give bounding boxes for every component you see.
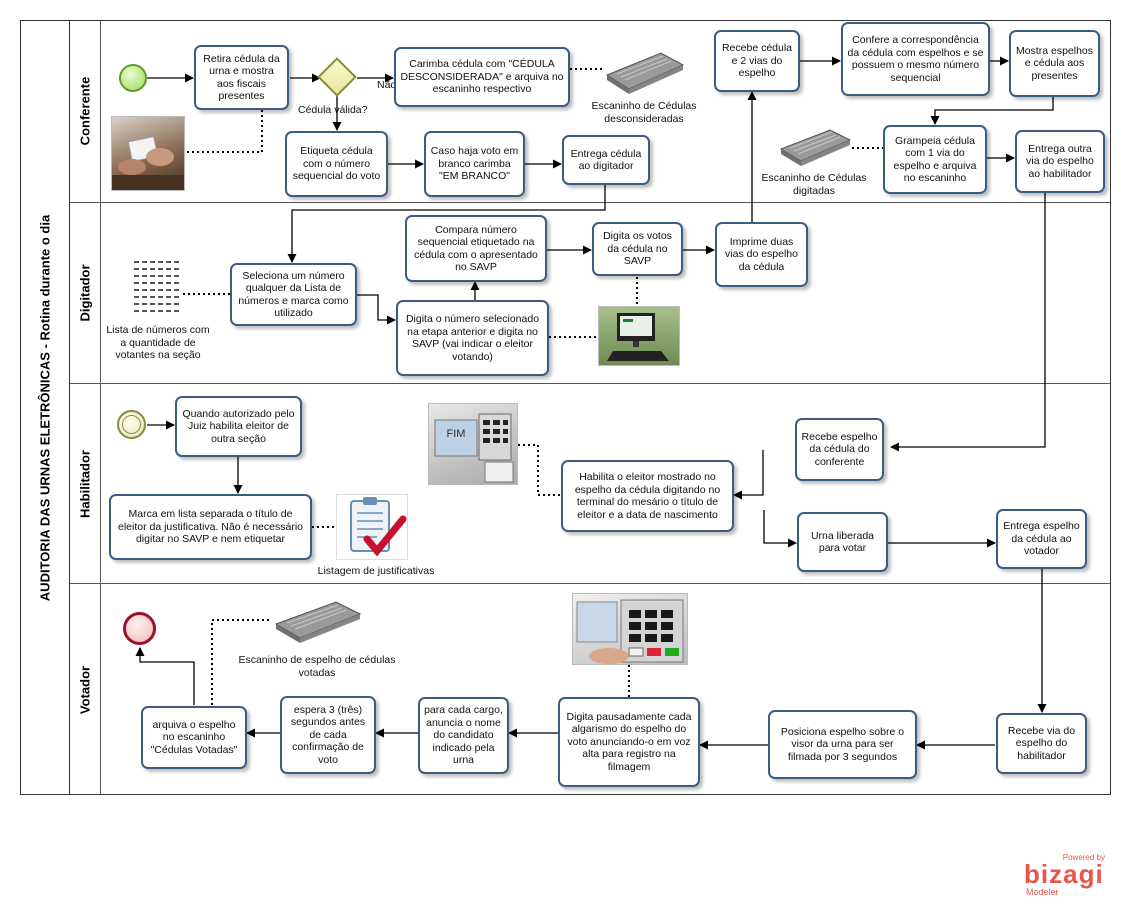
task-confere-correspondencia[interactable]: Confere a correspondência da cédula com … — [841, 22, 990, 96]
task-posiciona-espelho[interactable]: Posiciona espelho sobre o visor da urna … — [768, 710, 917, 779]
computer-photo — [598, 306, 680, 366]
annotation-escaninho-digitadas: Escaninho de Cédulas digitadas — [761, 172, 867, 197]
task-entrega-outra-via[interactable]: Entrega outra via do espelho ao habilita… — [1015, 130, 1105, 193]
checklist-icon — [336, 494, 408, 560]
annotation-escaninho-desconsideradas: Escaninho de Cédulas desconsideradas — [591, 100, 697, 125]
task-digita-pausadamente[interactable]: Digita pausadamente cada algarismo do es… — [558, 697, 700, 787]
flow-entrega-seleciona — [287, 185, 606, 263]
task-carimba-cedula[interactable]: Carimba cédula com "CÉDULA DESCONSIDERAD… — [394, 47, 570, 107]
task-seleciona-numero[interactable]: Seleciona um número qualquer da Lista de… — [230, 263, 357, 326]
annotation-lista-numeros: Lista de números com a quantidade de vot… — [106, 324, 210, 361]
urna-photo — [572, 593, 688, 665]
task-mostra-espelhos[interactable]: Mostra espelhos e cédula aos presentes — [1009, 30, 1100, 97]
ballot-hands-icon — [112, 135, 184, 190]
task-digita-votos[interactable]: Digita os votos da cédula no SAVP — [592, 222, 683, 276]
task-recebe-cedula[interactable]: Recebe cédula e 2 vias do espelho — [714, 30, 800, 92]
brand-name: bizagi — [1024, 859, 1104, 889]
task-recebe-espelho[interactable]: Recebe espelho da cédula do conferente — [795, 418, 884, 481]
pool — [20, 20, 1111, 795]
flow-habilita-urna — [763, 510, 797, 548]
task-quando-autorizado[interactable]: Quando autorizado pelo Juiz habilita ele… — [175, 396, 302, 457]
task-urna-liberada[interactable]: Urna liberada para votar — [797, 512, 888, 572]
task-recebe-via[interactable]: Recebe via do espelho do habilitador — [996, 713, 1087, 774]
tray-icon — [778, 125, 852, 167]
task-grampeia-cedula[interactable]: Grampeia cédula com 1 via do espelho e a… — [883, 125, 987, 194]
lane-header-votador: Votador — [70, 584, 101, 795]
task-entrega-espelho[interactable]: Entrega espelho da cédula ao votador — [996, 509, 1087, 569]
task-retira-cedula[interactable]: Retira cédula da urna e mostra aos fisca… — [194, 45, 289, 110]
flow-seleciona-digita — [357, 294, 396, 325]
lane-header-conferente: Conferente — [70, 20, 101, 203]
task-entrega-digitador[interactable]: Entrega cédula ao digitador — [562, 135, 650, 185]
flow-mostra-grampeia — [930, 97, 1054, 125]
lane-header-habilitador: Habilitador — [70, 384, 101, 584]
start-event-habilitador — [117, 410, 146, 439]
lane-conferente — [70, 20, 1111, 203]
task-digita-numero[interactable]: Digita o número selecionado na etapa ant… — [396, 300, 549, 376]
gateway-no-label: Não — [377, 79, 397, 91]
terminal-photo: FIM — [428, 403, 518, 485]
flow-arquiva-end — [135, 647, 195, 705]
lane-digitador — [70, 203, 1111, 384]
urna-keypad-icon — [576, 599, 684, 664]
number-list-icon — [132, 258, 182, 318]
assoc-habilita-terminal — [513, 444, 560, 496]
task-anuncia-candidato[interactable]: para cada cargo, anuncia o nome do candi… — [418, 697, 509, 774]
task-etiqueta-cedula[interactable]: Etiqueta cédula com o número sequencial … — [285, 131, 388, 197]
assoc-arquiva-escaninho — [211, 619, 272, 705]
powered-by-text: Powered by — [1062, 853, 1105, 862]
end-event — [123, 612, 156, 645]
tray-icon — [272, 596, 362, 644]
start-event — [119, 64, 147, 92]
task-habilita-eleitor[interactable]: Habilita o eleitor mostrado no espelho d… — [561, 460, 734, 532]
tray-icon — [603, 47, 685, 95]
terminal-icon — [434, 413, 514, 483]
lane-header-digitador: Digitador — [70, 203, 101, 384]
pool-title: AUDITORIA DAS URNAS ELETRÔNICAS - Rotina… — [20, 20, 70, 795]
annotation-escaninho-espelho: Escaninho de espelho de cédulas votadas — [238, 654, 396, 679]
lane-habilitador — [70, 384, 1111, 584]
task-espera-segundos[interactable]: espera 3 (três) segundos antes de cada c… — [280, 696, 376, 774]
photo-ballot-hands — [111, 116, 185, 191]
flow-entrega-recebeespelho — [890, 193, 1046, 452]
task-marca-lista[interactable]: Marca em lista separada o título de elei… — [109, 494, 312, 560]
task-arquiva-espelho[interactable]: arquiva o espelho no escaninho "Cédulas … — [141, 706, 247, 769]
task-imprime-vias[interactable]: Imprime duas vias do espelho da cédula — [715, 222, 808, 287]
task-voto-branco[interactable]: Caso haja voto em branco carimba "EM BRA… — [424, 131, 525, 197]
computer-icon — [607, 313, 669, 361]
bizagi-logo: Powered by bizagi Modeler — [1020, 853, 1115, 903]
gateway-label: Cédula válida? — [298, 104, 368, 116]
flow-recebe-habilita — [733, 450, 764, 500]
assoc-retira-photo — [185, 110, 263, 153]
annotation-listagem-justificativas: Listagem de justificativas — [317, 565, 435, 577]
task-compara-numero[interactable]: Compara número sequencial etiquetado na … — [405, 215, 547, 282]
terminal-screen-text: FIM — [446, 428, 466, 440]
brand-product: Modeler — [1026, 887, 1059, 897]
